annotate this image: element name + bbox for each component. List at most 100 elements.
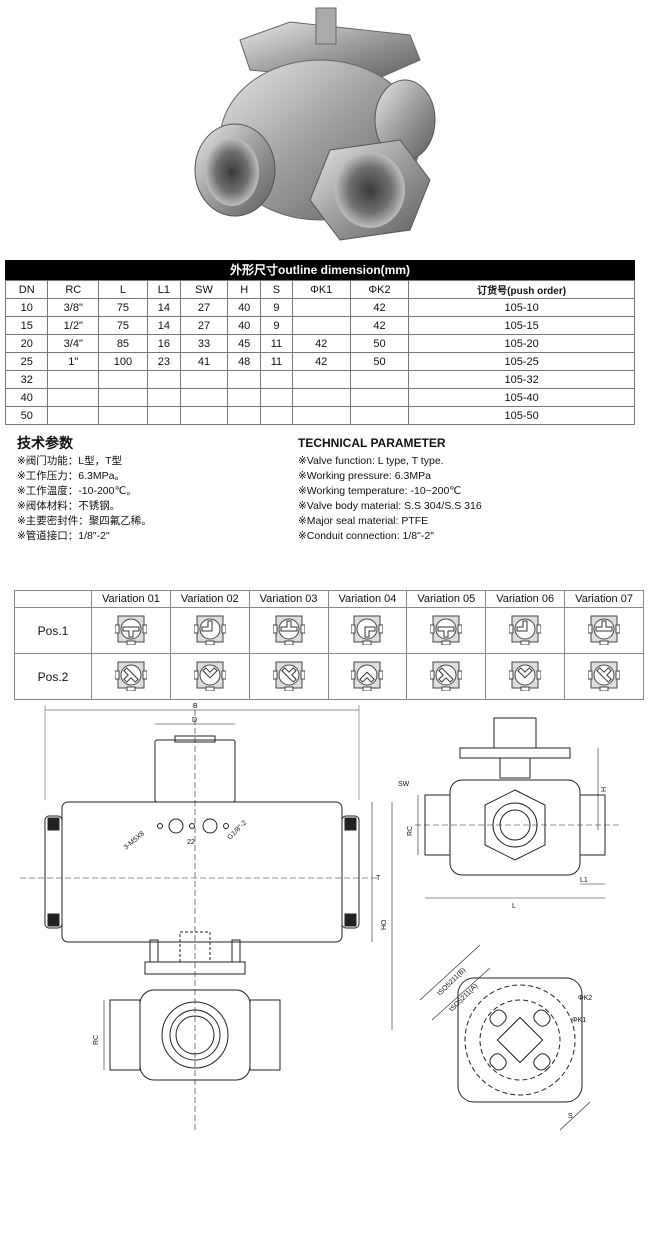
flow-pattern-icon xyxy=(429,661,463,692)
variation-cell xyxy=(169,607,250,654)
table-cell: 14 xyxy=(146,316,182,335)
col-header: RC xyxy=(47,280,100,299)
technical-drawings: B D T HO RC 3-M5X8 22 G1/8"-2 SW H L L1 … xyxy=(20,703,620,1131)
table-cell: 42 xyxy=(291,334,351,353)
table-cell: 1" xyxy=(47,352,100,371)
dim-label-ho: HO xyxy=(381,919,388,930)
variation-cell xyxy=(327,653,408,700)
table-cell: 3/8" xyxy=(47,298,100,317)
table-cell: 41 xyxy=(180,352,229,371)
flow-pattern-icon xyxy=(429,615,463,646)
table-cell: 15 xyxy=(4,316,49,335)
table-cell: 100 xyxy=(98,352,148,371)
table-cell xyxy=(349,406,410,425)
flow-pattern-icon xyxy=(587,661,621,692)
dim-label-22: 22 xyxy=(187,839,195,846)
table-cell: 32 xyxy=(4,370,49,389)
tech-param-line: ※主要密封件：聚四氟乙稀。 xyxy=(17,515,152,527)
table-cell xyxy=(180,388,229,407)
table-cell xyxy=(146,370,182,389)
tech-param-line: ※Conduit connection: 1/8"-2" xyxy=(298,530,434,542)
iso-flange-drawing xyxy=(457,977,583,1103)
table-cell: 9 xyxy=(260,316,293,335)
table-cell xyxy=(291,370,351,389)
table-cell: 14 xyxy=(146,298,182,317)
dim-label-sw: SW xyxy=(398,781,410,788)
variation-header: Variation 06 xyxy=(485,590,566,608)
variation-cell xyxy=(485,607,566,654)
tech-param-line: ※Major seal material: PTFE xyxy=(298,515,429,527)
dim-label-l: L xyxy=(512,903,516,910)
table-cell: 50 xyxy=(349,334,410,353)
side-view-drawing xyxy=(415,717,620,899)
actuator-drawing xyxy=(20,705,393,1130)
table-cell xyxy=(227,406,262,425)
variation-cell xyxy=(564,653,644,700)
table-cell: 75 xyxy=(98,298,148,317)
table-cell: 9 xyxy=(260,298,293,317)
variation-header: Variation 01 xyxy=(91,590,171,608)
dim-label-rc: RC xyxy=(93,1035,100,1045)
table-cell: 75 xyxy=(98,316,148,335)
variation-header: Variation 02 xyxy=(169,590,250,608)
col-header: ΦK1 xyxy=(291,280,351,299)
table-cell xyxy=(146,406,182,425)
dimension-table-title: 外形尺寸outline dimension(mm) xyxy=(5,260,635,280)
table-cell: 50 xyxy=(349,352,410,371)
table-cell xyxy=(291,316,351,335)
flow-pattern-icon xyxy=(272,661,306,692)
flow-pattern-icon xyxy=(193,615,227,646)
tech-param-line: ※Working pressure: 6.3MPa xyxy=(298,470,431,482)
table-cell: 50 xyxy=(4,406,49,425)
tech-params-zh-title: 技术参数 xyxy=(17,435,73,451)
flow-pattern-icon xyxy=(114,615,148,646)
position-label: Pos.1 xyxy=(14,607,92,654)
table-cell: 40 xyxy=(227,316,262,335)
table-cell: 33 xyxy=(180,334,229,353)
dim-label-t: T xyxy=(376,875,381,882)
variation-header: Variation 05 xyxy=(406,590,487,608)
variation-cell xyxy=(91,653,171,700)
table-cell: 105-20 xyxy=(408,334,635,353)
variation-header: Variation 07 xyxy=(564,590,644,608)
flow-pattern-icon xyxy=(114,661,148,692)
table-cell: 105-25 xyxy=(408,352,635,371)
tech-param-line: ※工作温度：-10-200℃。 xyxy=(17,485,137,497)
table-cell: 85 xyxy=(98,334,148,353)
table-cell: 42 xyxy=(349,298,410,317)
valve-product-photo xyxy=(194,7,436,241)
variation-header: Variation 04 xyxy=(327,590,408,608)
table-cell: 27 xyxy=(180,316,229,335)
table-cell: 25 xyxy=(4,352,49,371)
tech-param-line: ※Valve function: L type, T type. xyxy=(298,455,444,467)
variation-cell xyxy=(327,607,408,654)
tech-param-line: ※Valve body material: S.S 304/S.S 316 xyxy=(298,500,482,512)
flow-pattern-icon xyxy=(193,661,227,692)
table-cell xyxy=(291,298,351,317)
dimension-table: 外形尺寸outline dimension(mm) DN RC L L1 SW … xyxy=(4,260,635,425)
variation-cell xyxy=(406,653,487,700)
table-cell xyxy=(291,406,351,425)
dim-label-h: H xyxy=(601,787,608,792)
dim-label-k1: ΦK1 xyxy=(572,1017,586,1024)
table-cell xyxy=(227,388,262,407)
holes-label: 3-M5X8 xyxy=(123,830,146,851)
table-cell xyxy=(260,388,293,407)
table-cell xyxy=(180,406,229,425)
variation-cell xyxy=(485,653,566,700)
variation-header: Variation 03 xyxy=(248,590,329,608)
table-cell xyxy=(180,370,229,389)
table-cell xyxy=(227,370,262,389)
table-cell xyxy=(47,370,100,389)
flow-pattern-icon xyxy=(350,661,384,692)
flow-variation-table: Variation 01 Variation 02 Variation 03 V… xyxy=(14,590,644,700)
flow-pattern-icon xyxy=(508,615,542,646)
table-cell xyxy=(291,388,351,407)
table-cell: 45 xyxy=(227,334,262,353)
col-header: S xyxy=(260,280,293,299)
table-row: 50 105-50 xyxy=(4,406,635,425)
table-cell: 105-50 xyxy=(408,406,635,425)
table-cell: 42 xyxy=(291,352,351,371)
